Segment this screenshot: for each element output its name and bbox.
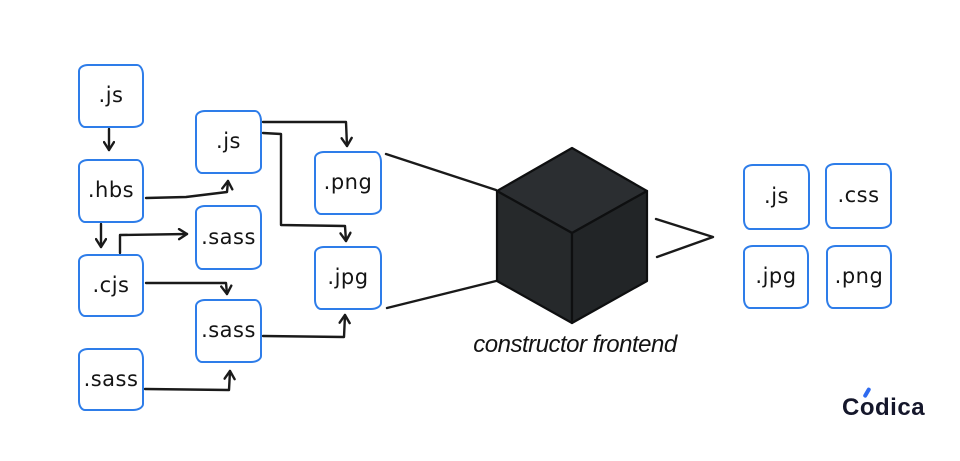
processor-label: constructor frontend — [473, 331, 677, 358]
node-mid-sass-top: .sass — [195, 205, 262, 270]
arrow-cjs-to-sass-bottom — [144, 281, 233, 296]
node-label: .png — [323, 170, 373, 194]
node-source-cjs: .cjs — [78, 254, 144, 317]
node-label: .jpg — [755, 264, 797, 288]
arrow-sass2-to-jpg — [261, 313, 351, 339]
line-cube-to-outputs — [654, 217, 715, 259]
node-label: .sass — [201, 318, 256, 342]
logo-letter-c: C — [842, 394, 860, 421]
node-label: .png — [834, 264, 884, 288]
node-label: .css — [837, 183, 880, 207]
node-output-png: .png — [826, 245, 892, 309]
node-output-js: .js — [743, 164, 810, 230]
cube-right-face — [570, 189, 649, 325]
node-source-hbs: .hbs — [78, 159, 144, 223]
arrow-js2-to-png — [261, 120, 353, 148]
line-png-to-cube — [384, 152, 498, 192]
logo-letters-rest: dica — [875, 394, 926, 421]
arrow-js2-to-jpg — [261, 131, 352, 243]
node-source-sass: .sass — [78, 348, 144, 411]
logo-letter-o-text: o — [859, 394, 876, 421]
node-output-jpg: .jpg — [743, 245, 809, 309]
node-label: .js — [216, 129, 241, 153]
node-label: .js — [98, 83, 124, 107]
node-label: .cjs — [92, 272, 130, 297]
logo-letter-o: o — [859, 386, 876, 422]
node-label: .sass — [83, 366, 139, 391]
arrow-hbs-to-js2 — [144, 179, 234, 200]
node-label: .jpg — [327, 265, 369, 289]
arrow-cjs-to-sass-top — [118, 227, 189, 255]
node-label: .js — [764, 184, 789, 208]
node-asset-jpg: .jpg — [314, 246, 382, 310]
node-label: .hbs — [87, 178, 135, 202]
node-source-js: .js — [78, 64, 144, 128]
node-asset-png: .png — [314, 151, 382, 215]
node-mid-js: .js — [195, 110, 262, 174]
arrow-sass1-to-sass2 — [143, 369, 236, 392]
node-mid-sass-bottom: .sass — [195, 299, 262, 363]
line-jpg-to-cube — [385, 279, 498, 310]
node-output-css: .css — [825, 163, 892, 229]
constructor-cube — [495, 146, 649, 325]
node-label: .sass — [201, 224, 256, 249]
